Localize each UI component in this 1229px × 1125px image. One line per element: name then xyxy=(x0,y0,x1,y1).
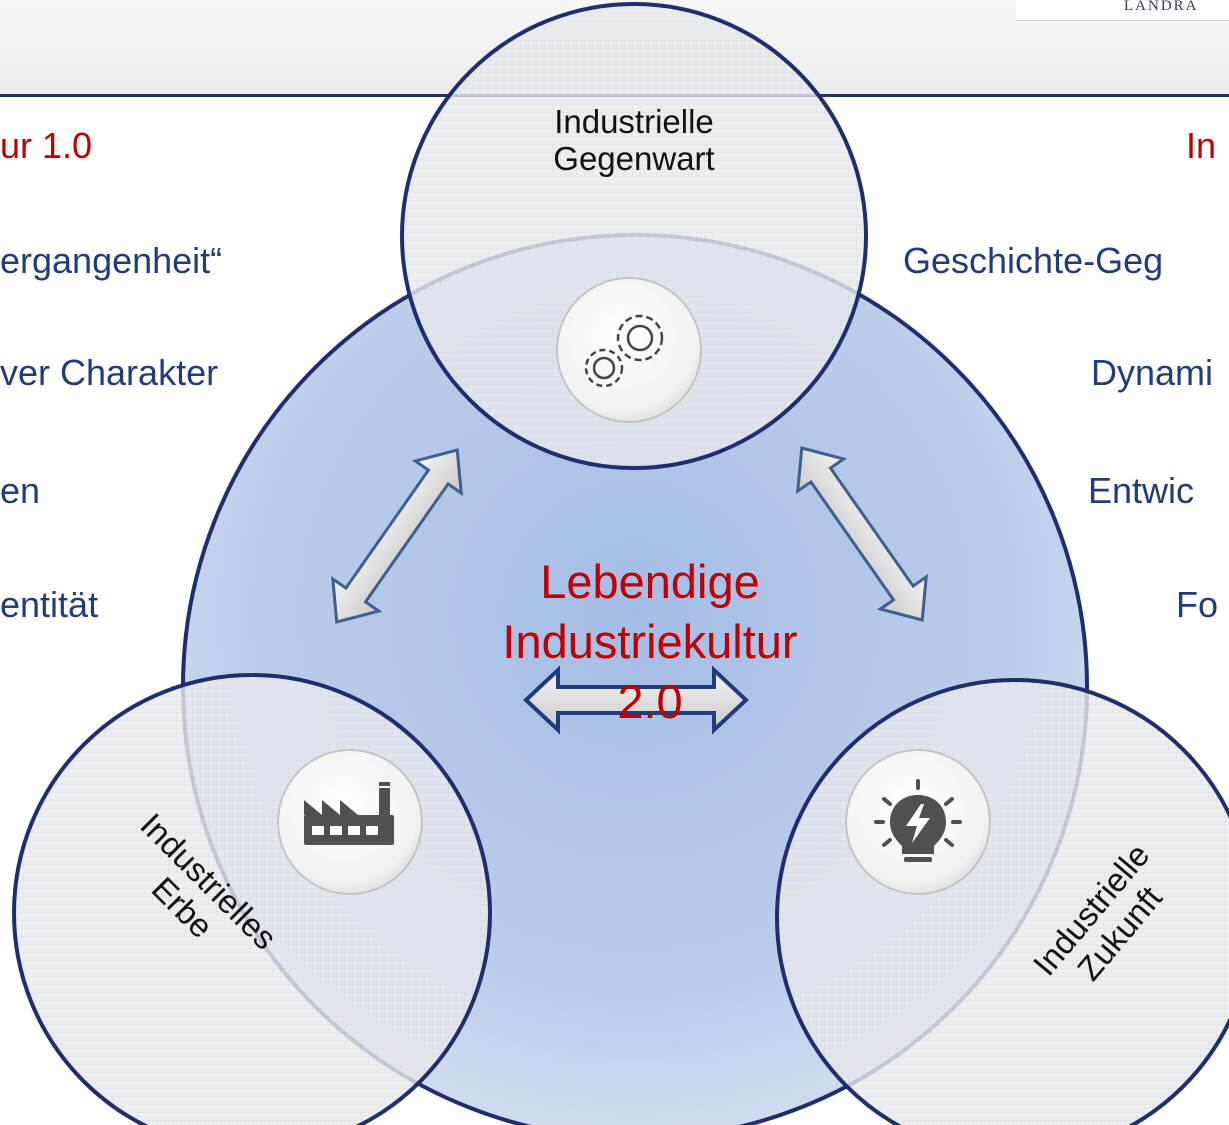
right-panel-item: Fo xyxy=(1176,584,1219,625)
right-panel-title: In xyxy=(1186,125,1217,166)
lightbulb-icon xyxy=(845,749,991,895)
left-panel-item: ergangenheit“ xyxy=(0,240,223,281)
logo: LANDRA xyxy=(1016,0,1229,21)
arrow-erbe-gegenwart xyxy=(330,448,464,624)
central-title: Lebendige Industriekultur 2.0 xyxy=(390,552,910,732)
left-panel-item: entität xyxy=(0,584,99,625)
central-title-line2: Industriekultur xyxy=(502,615,798,669)
circle-gegenwart xyxy=(400,2,868,470)
central-title-line1: Lebendige xyxy=(540,555,760,608)
left-panel-title: ur 1.0 xyxy=(0,125,93,166)
logo-text: LANDRA xyxy=(1124,0,1199,14)
gegenwart-label: Industrielle Gegenwart xyxy=(529,103,739,178)
right-panel-item: Geschichte-Geg xyxy=(903,240,1164,281)
factory-icon xyxy=(277,749,423,895)
gears-icon xyxy=(556,277,702,423)
gegenwart-label-line1: Industrielle xyxy=(554,103,714,140)
arrow-gegenwart-zukunft xyxy=(795,446,929,622)
arrow-erbe-zukunft xyxy=(523,665,749,735)
left-panel-item: en xyxy=(0,470,41,511)
gegenwart-label-line2: Gegenwart xyxy=(553,139,715,177)
right-panel-item: Dynami xyxy=(1091,352,1214,393)
left-panel-item: ver Charakter xyxy=(0,352,219,393)
right-panel-item: Entwic xyxy=(1088,470,1195,511)
central-title-line3: 2.0 xyxy=(617,675,683,729)
